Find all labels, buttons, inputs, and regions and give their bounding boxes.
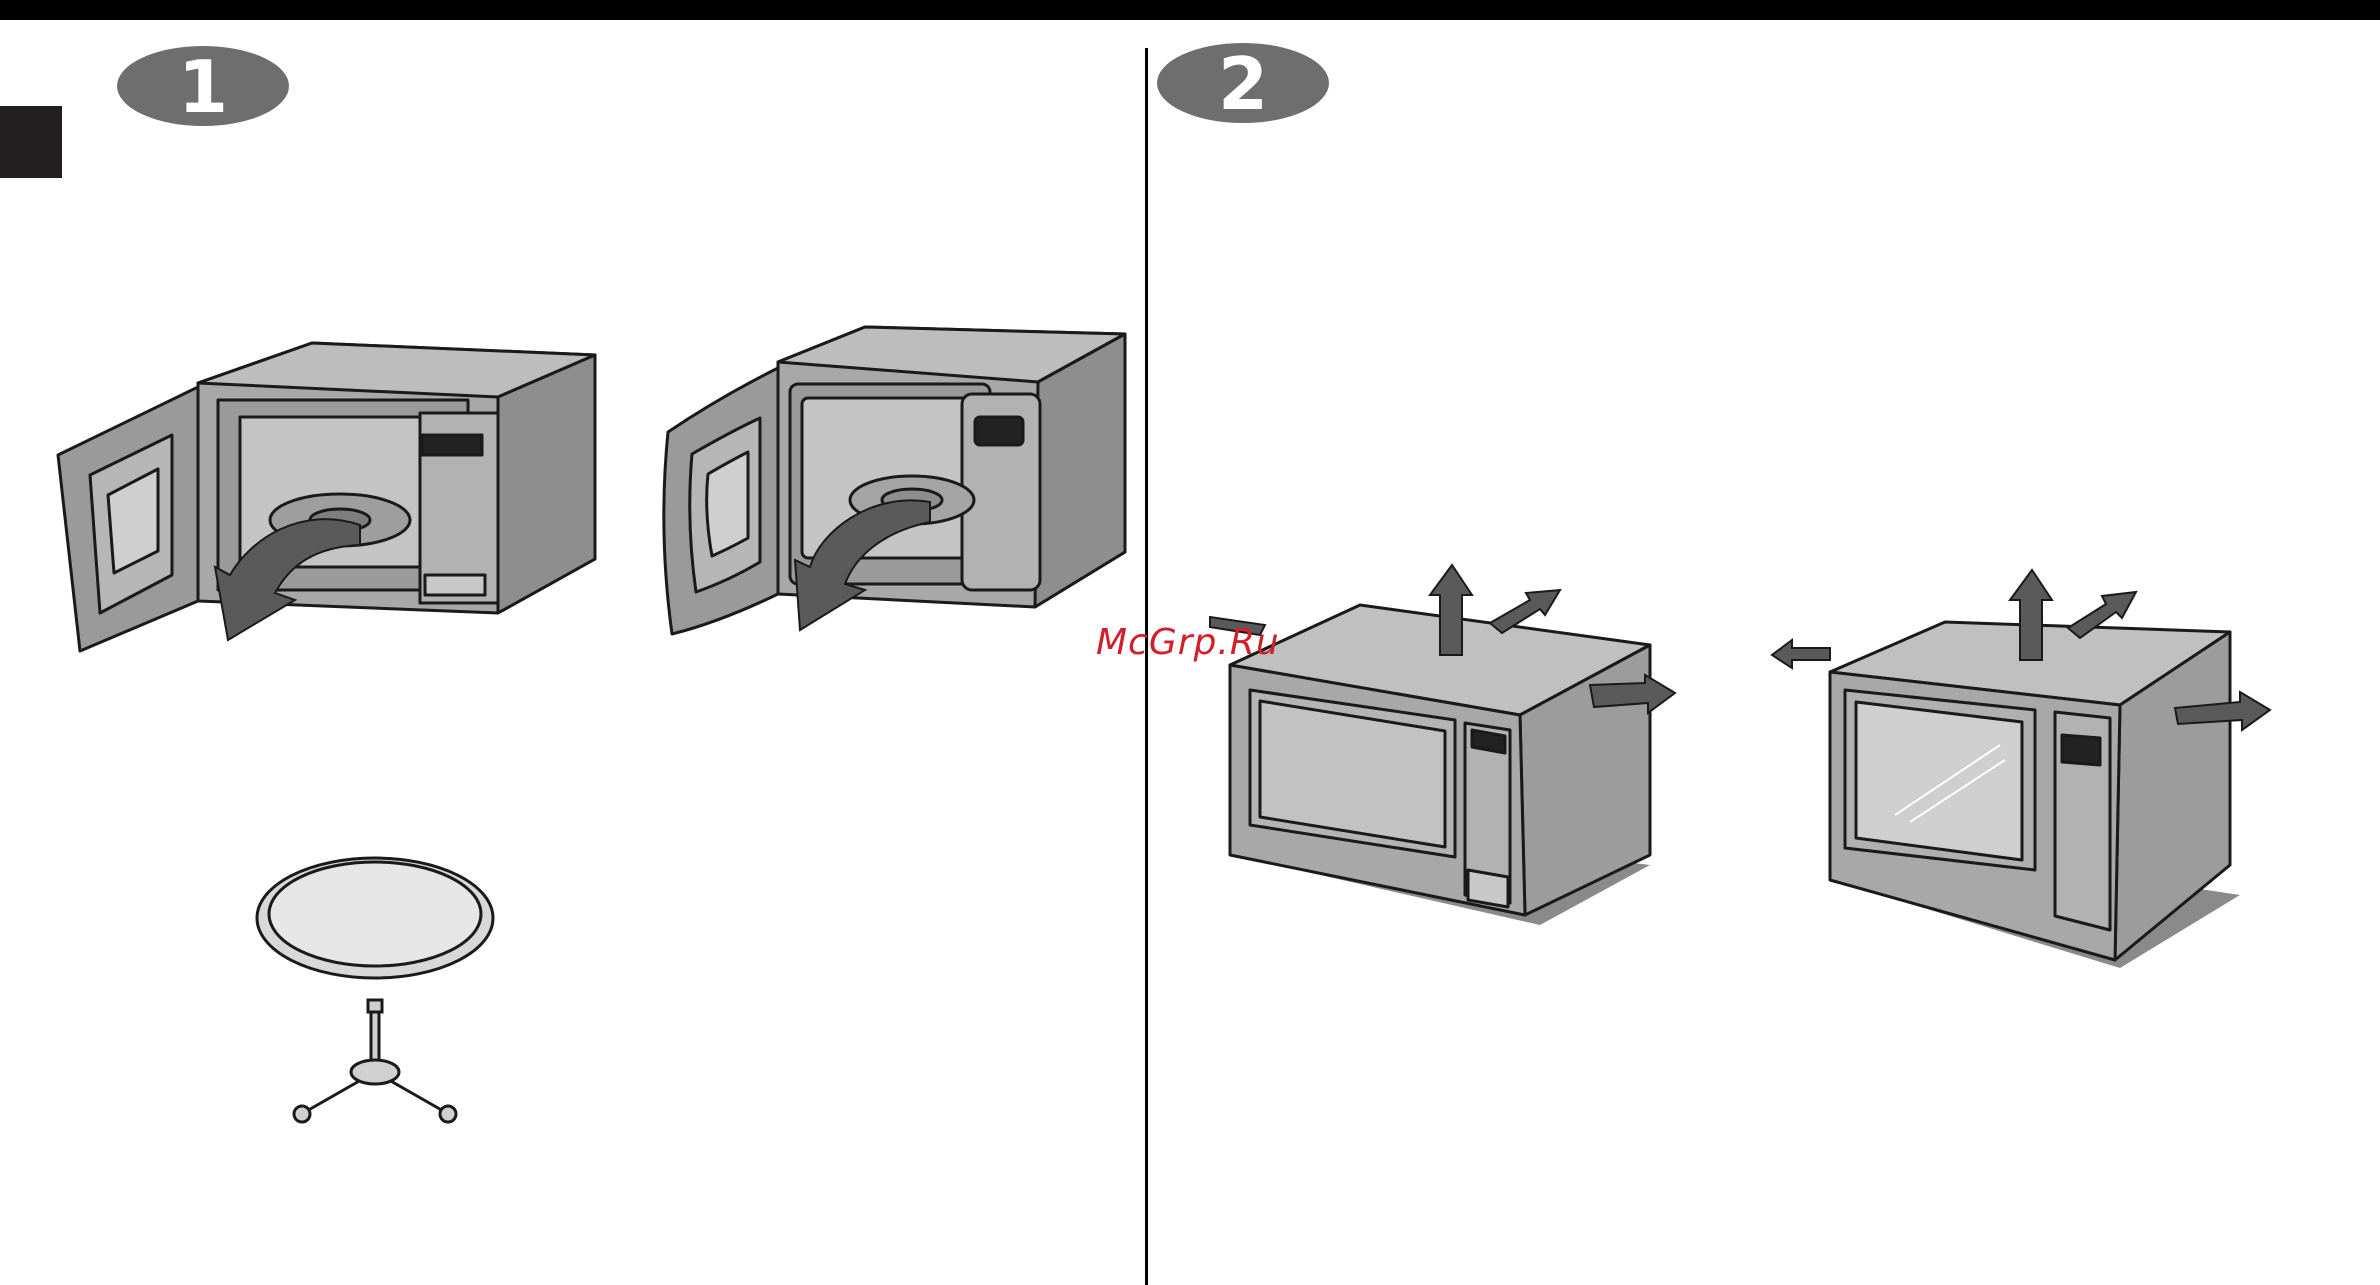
open-microwave-illustration-b	[650, 322, 1140, 642]
top-black-bar	[0, 0, 2380, 20]
step-1-badge: 1	[116, 45, 291, 127]
watermark-text: McGrp.Ru	[1096, 622, 1280, 663]
clearance-microwave-illustration-a	[1210, 555, 1730, 930]
turntable-and-roller-illustration	[240, 840, 510, 1140]
clearance-microwave-illustration-b	[1800, 560, 2310, 980]
step-2-badge: 2	[1156, 42, 1331, 124]
section-tab	[0, 106, 62, 178]
step-divider	[1145, 48, 1148, 1285]
step-2-number: 2	[1218, 42, 1268, 124]
open-microwave-illustration-a	[50, 335, 610, 655]
step-1-number: 1	[178, 45, 228, 127]
